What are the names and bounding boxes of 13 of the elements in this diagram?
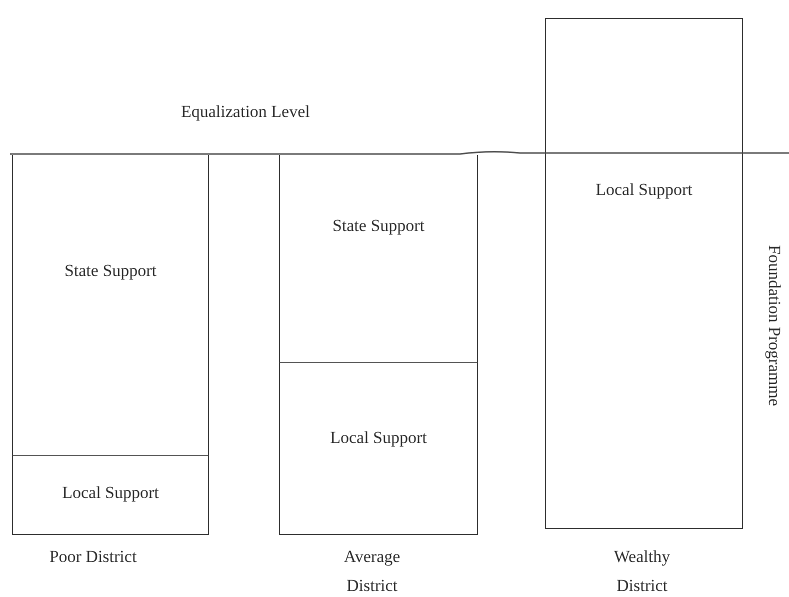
segment-label: State Support: [331, 215, 426, 237]
district-label: Wealthy District: [612, 546, 672, 597]
district-label: Average District: [342, 546, 402, 597]
district-label: Poor District: [48, 546, 138, 568]
segment-label: Local Support: [61, 482, 160, 504]
segment-label: State Support: [63, 260, 158, 282]
district-column: [279, 155, 478, 535]
foundation-label: Foundation Programme: [764, 245, 784, 406]
segment-label: Local Support: [329, 427, 428, 449]
district-column: [545, 18, 743, 529]
district-column: [12, 155, 209, 535]
level-label: Equalization Level: [181, 102, 310, 122]
segment-label: Local Support: [594, 179, 694, 201]
